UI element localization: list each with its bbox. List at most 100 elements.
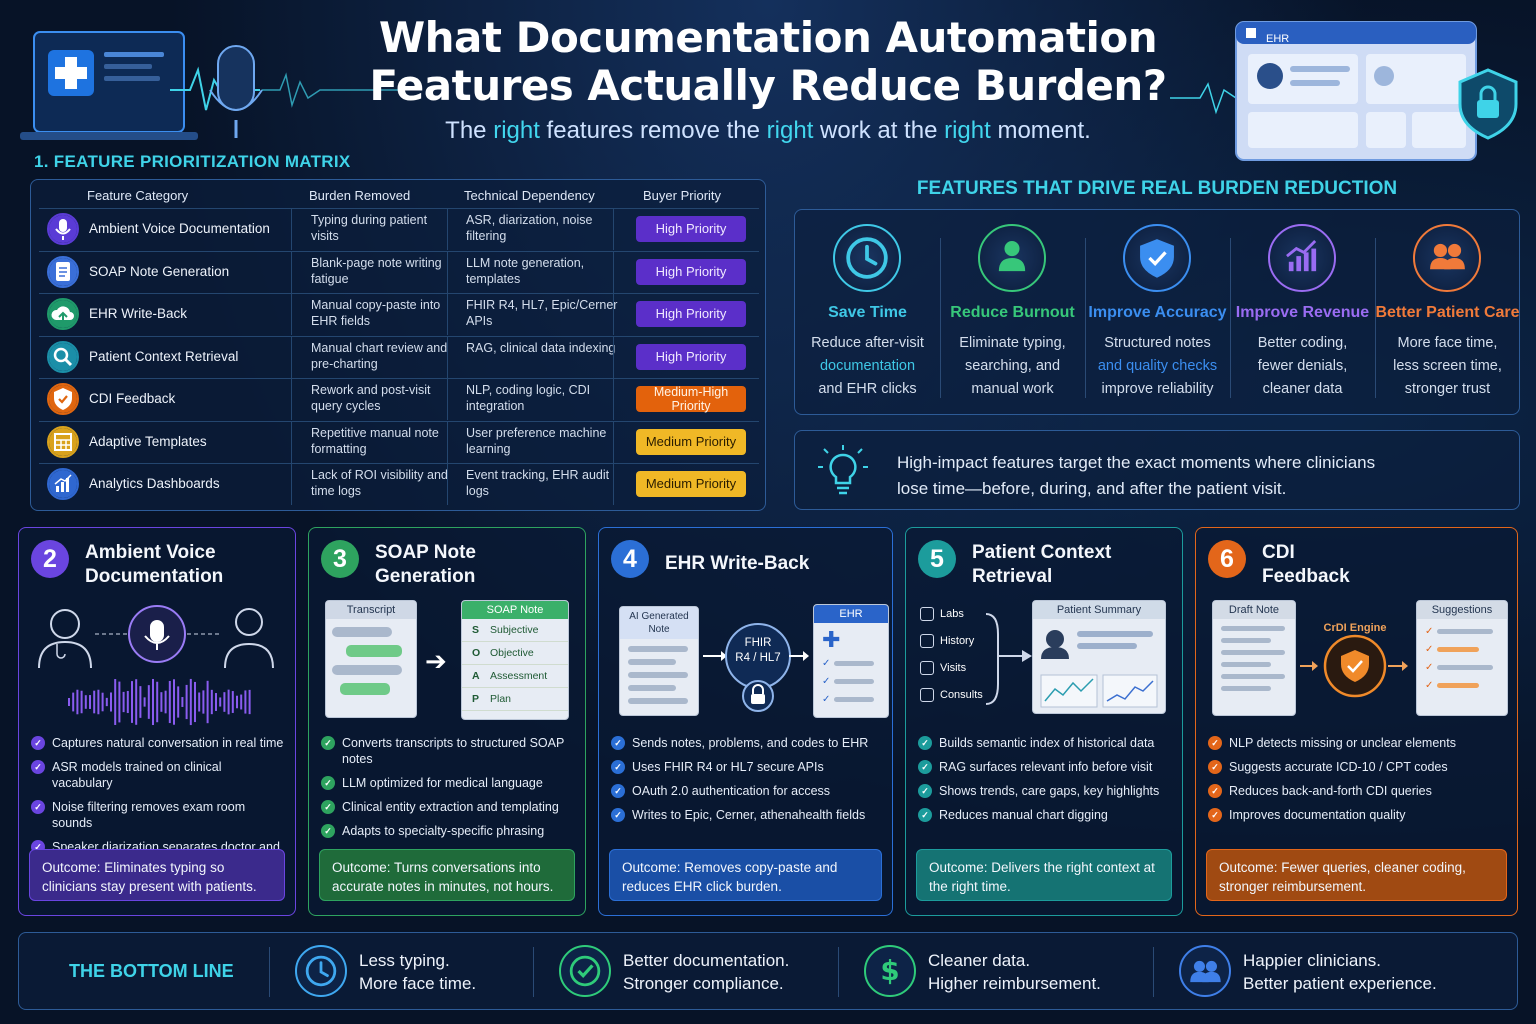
bottom-line-text-line: Better documentation. [623, 951, 790, 970]
check-icon: ✓ [321, 736, 335, 750]
soap-section: Assessment [490, 670, 548, 682]
outcome-box: Outcome: Turns conversations into accura… [319, 849, 575, 901]
driver-line: and EHR clicks [818, 381, 917, 397]
microphone-icon [47, 213, 79, 245]
soap-letter: A [472, 670, 480, 682]
svg-text:$: $ [880, 954, 899, 987]
feature-category: EHR Write-Back [89, 306, 188, 321]
arrow-right-icon: ➔ [425, 646, 447, 676]
check-icon: ✓ [31, 800, 45, 814]
bullet-text: Clinical entity extraction and templatin… [342, 800, 559, 814]
bullet-text: NLP detects missing or unclear elements [1229, 736, 1456, 750]
outcome-box: Outcome: Removes copy-paste and reduces … [609, 849, 882, 901]
burden-removed: Typing during patient visits [311, 213, 428, 243]
bottom-line-item: Better documentation.Stronger compliance… [559, 943, 849, 1001]
ehr-card: EHR ✚ ✓✓✓ [813, 604, 889, 718]
card-number: 4 [611, 540, 649, 578]
ehr-label: EHR [814, 605, 888, 623]
source-label: Labs [940, 607, 964, 620]
driver-description: Better coding,fewer denials,cleaner data [1230, 332, 1375, 401]
bottom-line-text: Cleaner data.Higher reimbursement. [928, 949, 1101, 995]
transcript-card: Transcript [325, 600, 417, 718]
fhir-line: R4 / HL7 [735, 652, 781, 664]
page-subtitle: The right features remove the right work… [310, 117, 1226, 145]
page-title: What Documentation Automation Features A… [310, 14, 1226, 110]
bullet-text: Captures natural conversation in real ti… [52, 736, 284, 750]
bullet-text: Converts transcripts to structured SOAP … [342, 736, 565, 766]
card-number: 3 [321, 540, 359, 578]
column-divider [291, 251, 292, 293]
check-circle-icon [559, 945, 611, 997]
bottom-line-item: Happier clinicians.Better patient experi… [1179, 943, 1469, 1001]
subtitle-text: work at the [813, 117, 945, 144]
source-label: History [940, 634, 975, 647]
priority-badge: Medium Priority [636, 471, 746, 497]
fhir-secure-connection [703, 623, 809, 712]
grid-template-icon [47, 425, 79, 458]
check-icon: ✓ [611, 736, 625, 750]
feature-bullet: ✓Uses FHIR R4 or HL7 secure APIs [611, 759, 882, 775]
technical-dependency: NLP, coding logic, CDI integration [466, 383, 591, 413]
data-source: History [920, 627, 990, 654]
source-icon [920, 660, 934, 675]
driver-line: less screen time, [1393, 358, 1502, 374]
feature-bullet: ✓Reduces manual chart digging [918, 807, 1172, 823]
driver-line: Better coding, [1257, 335, 1348, 351]
subtitle-text: features remove the [539, 117, 767, 144]
driver-line: documentation [819, 358, 916, 374]
driver-description: More face time,less screen time,stronger… [1375, 332, 1520, 401]
bullet-text: ASR models trained on clinical vacabular… [52, 760, 222, 790]
column-header: Technical Dependency [464, 188, 595, 203]
source-label: Visits [940, 661, 967, 674]
card-title-line: Patient Context [972, 542, 1112, 563]
card-title-line: Ambient Voice [85, 542, 216, 563]
priority-badge: Medium-High Priority [636, 385, 746, 413]
check-icon: ✓ [1208, 808, 1222, 822]
outcome-box: Outcome: Eliminates typing so clinicians… [29, 849, 285, 901]
feature-bullet: ✓LLM optimized for medical language [321, 775, 575, 791]
bullet-text: RAG surfaces relevant info before visit [939, 760, 1153, 774]
card-title-line: Retrieval [972, 566, 1053, 587]
burden-removed: Repetitive manual note formatting [311, 425, 439, 456]
check-icon: ✓ [918, 736, 932, 750]
suggestions-card: Suggestions ✓✓✓✓ [1416, 600, 1508, 716]
matrix-section-title: 1. FEATURE PRIORITIZATION MATRIX [34, 152, 351, 171]
column-divider [613, 294, 614, 335]
feature-bullet: ✓Builds semantic index of historical dat… [918, 735, 1172, 751]
feature-bullet: ✓Captures natural conversation in real t… [31, 735, 285, 751]
clock-icon [295, 945, 347, 997]
cdi-engine-label: CrDI Engine [1323, 622, 1387, 634]
card-title-line: Documentation [85, 566, 224, 587]
driver-divider [1375, 238, 1376, 398]
feature-bullet: ✓RAG surfaces relevant info before visit [918, 759, 1172, 775]
column-header: Burden Removed [309, 188, 411, 203]
people-icon [1413, 224, 1481, 292]
bottom-line-text: Better documentation.Stronger compliance… [623, 949, 789, 995]
ai-note-card: AI Generated Note [619, 606, 699, 716]
bullet-text: Noise filtering removes exam room sounds [52, 800, 246, 830]
check-icon: ✓ [1208, 736, 1222, 750]
voice-capture-graphic [38, 605, 274, 726]
column-divider [447, 209, 448, 250]
laptop-microphone-illustration [20, 31, 400, 140]
technical-dependency: LLM note generation, templates [466, 255, 585, 286]
patient-summary-graphic [1040, 630, 1158, 708]
insight-line: High-impact features target the exact mo… [897, 453, 1376, 472]
bottom-line-text-line: More face time. [359, 974, 477, 993]
column-divider [447, 294, 448, 335]
transcript-label: Transcript [326, 601, 416, 619]
driver-divider [1230, 238, 1231, 398]
source-icon [920, 633, 934, 648]
driver-line: improve reliability [1101, 381, 1214, 397]
card-number: 6 [1208, 540, 1246, 578]
outcome-box: Outcome: Delivers the right context at t… [916, 849, 1172, 901]
